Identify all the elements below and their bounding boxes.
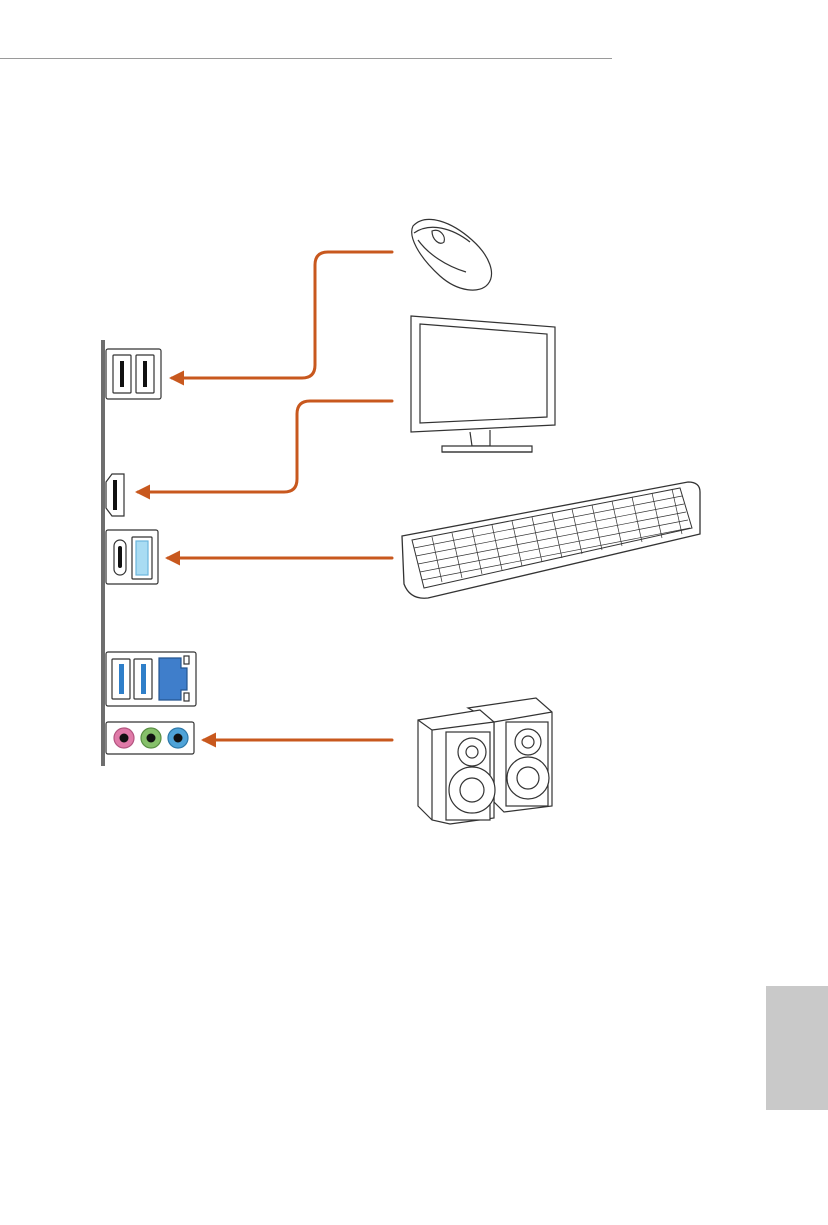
mouse-icon xyxy=(412,219,492,290)
usb3-and-lan-port-icon xyxy=(106,652,196,706)
audio-jack-icon xyxy=(106,722,194,754)
speakers-icon xyxy=(418,698,552,824)
mouse-cable-arrow xyxy=(172,252,392,378)
usb-c-and-usb-a-port-icon xyxy=(106,530,158,584)
usb-a-port-pair-icon xyxy=(106,349,161,399)
hdmi-port-icon xyxy=(106,474,124,516)
monitor-icon xyxy=(411,316,555,452)
keyboard-icon xyxy=(402,482,700,598)
io-panel-rail xyxy=(101,340,105,766)
monitor-cable-arrow xyxy=(138,401,392,492)
